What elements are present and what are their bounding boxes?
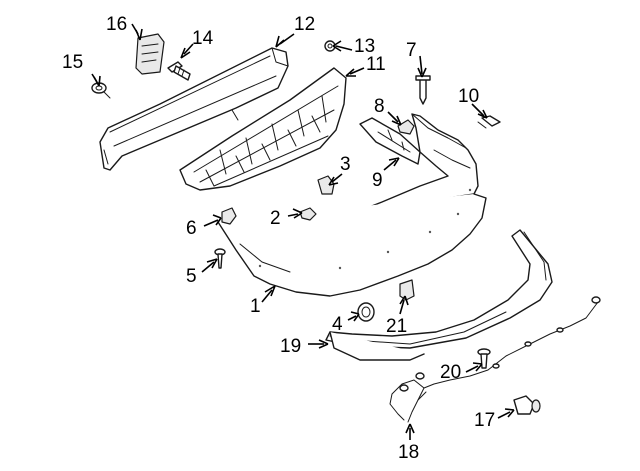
callout-6: 6 bbox=[186, 218, 197, 239]
callout-1: 1 bbox=[250, 296, 261, 317]
callout-12: 12 bbox=[294, 14, 315, 35]
callout-2: 2 bbox=[270, 208, 281, 229]
part-15-clip-nut bbox=[91, 82, 111, 99]
callout-18: 18 bbox=[398, 442, 419, 463]
callout-15: 15 bbox=[62, 52, 83, 73]
callout-labels: 16 14 15 12 13 11 7 10 8 9 3 2 6 5 1 4 2… bbox=[62, 14, 495, 463]
callout-11: 11 bbox=[366, 54, 386, 75]
callout-8: 8 bbox=[374, 96, 385, 117]
part-9-side-bracket bbox=[359, 117, 421, 165]
callout-16: 16 bbox=[106, 14, 127, 35]
callout-14: 14 bbox=[192, 28, 214, 49]
callout-19: 19 bbox=[280, 336, 301, 357]
part-6-nut bbox=[221, 207, 237, 225]
callout-7: 7 bbox=[406, 40, 417, 61]
part-12-reinforcement-bar bbox=[99, 47, 289, 171]
callout-4: 4 bbox=[332, 314, 343, 335]
bumper-sensor-holes bbox=[258, 188, 472, 270]
callout-5: 5 bbox=[186, 266, 197, 287]
part-13-nut bbox=[324, 40, 336, 52]
part-21-bracket bbox=[399, 279, 415, 301]
part-16-bracket bbox=[135, 33, 165, 75]
part-19-lower-valance bbox=[325, 229, 553, 361]
callout-9: 9 bbox=[372, 170, 383, 191]
part-11-energy-absorber bbox=[179, 67, 347, 191]
part-3-clip bbox=[317, 175, 335, 195]
part-10-push-pin bbox=[477, 115, 501, 129]
part-20-clip bbox=[477, 348, 491, 369]
leader-lines bbox=[91, 23, 515, 440]
part-18-wiring-harness bbox=[389, 296, 601, 423]
part-4-retainer bbox=[357, 302, 375, 322]
part-17-parking-sensor bbox=[513, 395, 541, 415]
part-8-bracket bbox=[397, 119, 415, 135]
part-7-bolt bbox=[415, 75, 431, 105]
callout-20: 20 bbox=[440, 362, 461, 383]
callout-3: 3 bbox=[340, 154, 351, 175]
callout-10: 10 bbox=[458, 86, 479, 107]
callout-13: 13 bbox=[354, 36, 375, 57]
part-1-bumper-cover bbox=[217, 113, 487, 297]
callout-17: 17 bbox=[474, 410, 495, 431]
part-14-stud bbox=[167, 61, 191, 81]
part-5-push-pin bbox=[214, 248, 226, 269]
part-2-clip bbox=[299, 207, 317, 221]
callout-21: 21 bbox=[386, 316, 407, 337]
